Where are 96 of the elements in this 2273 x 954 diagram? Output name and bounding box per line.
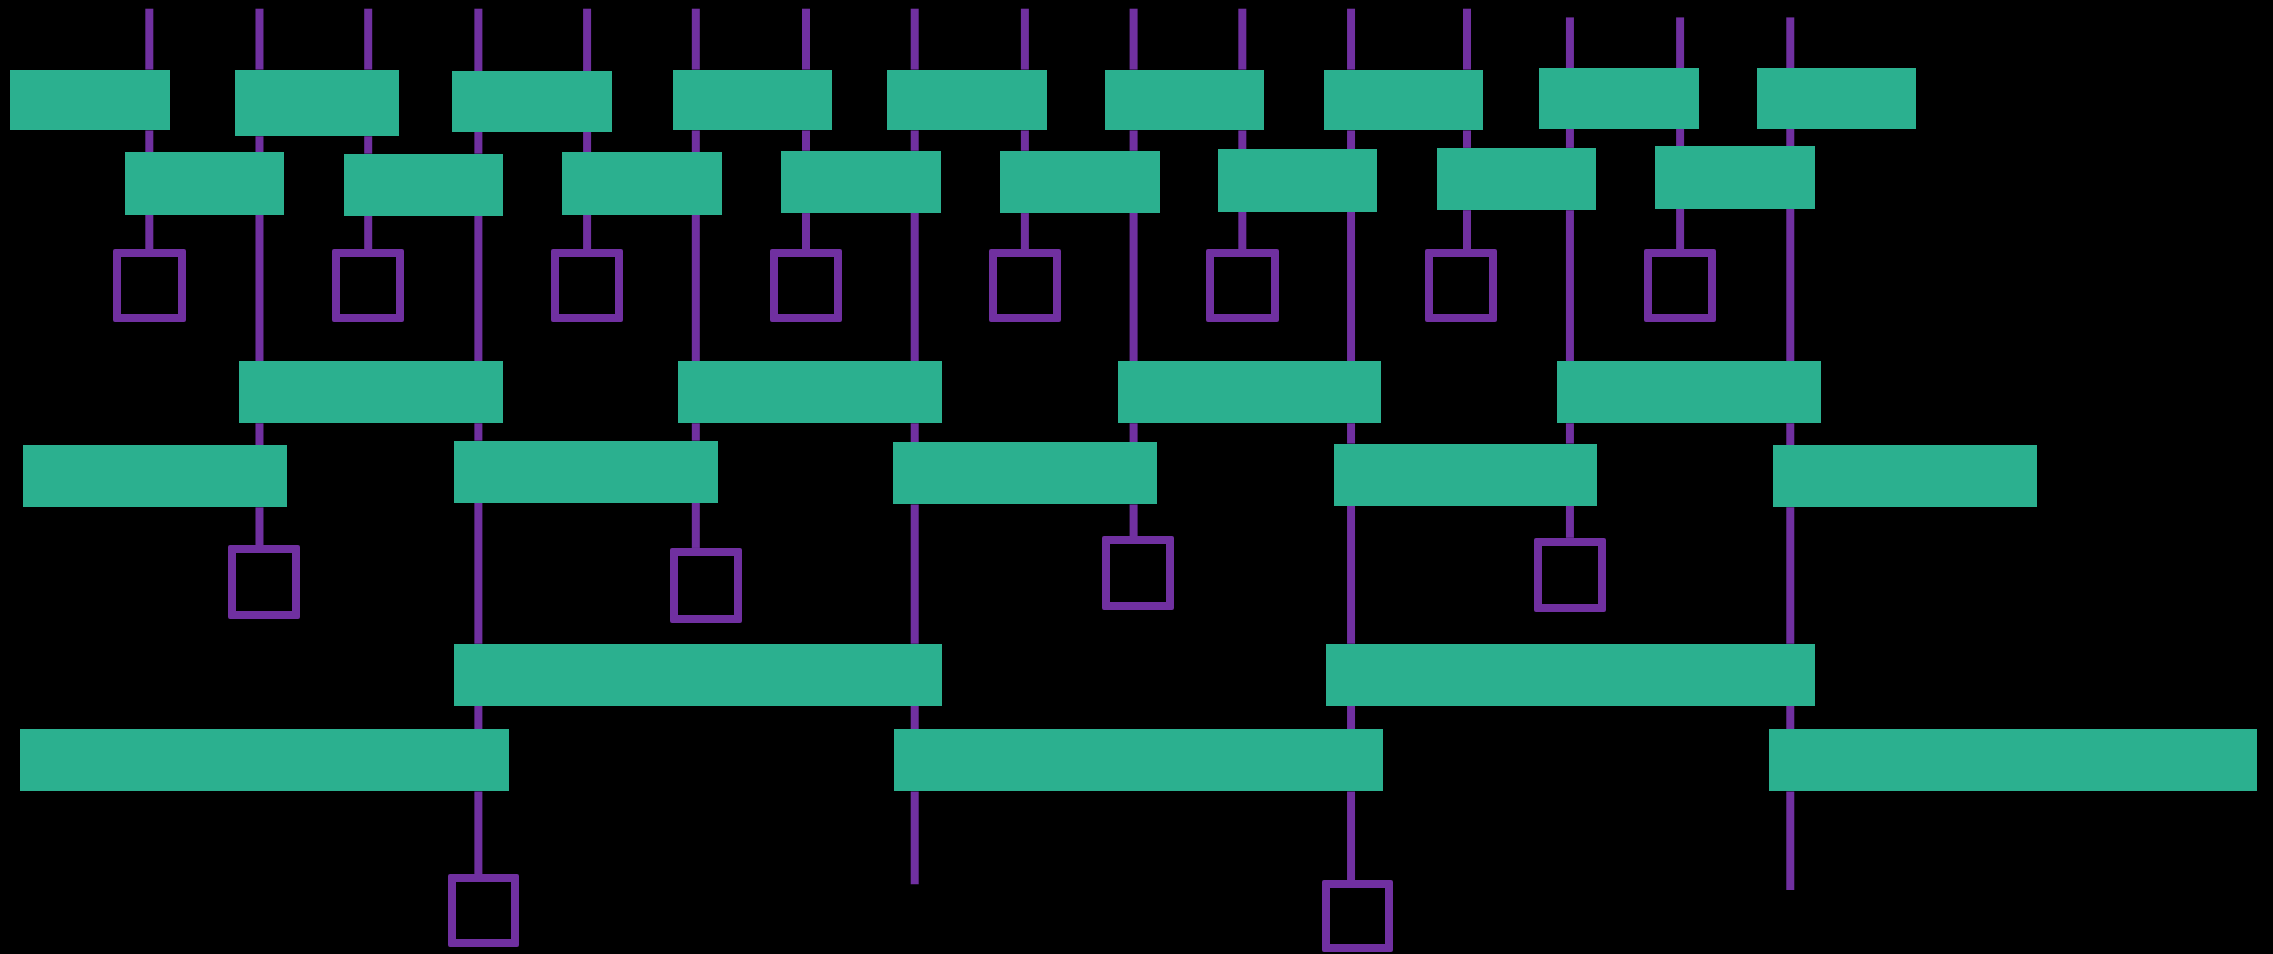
connector-line [255,507,264,546]
bar-block [239,360,503,424]
connector-line [1129,504,1138,537]
connector-line [364,136,373,154]
bar-block [452,71,612,132]
square-outline [1424,249,1498,322]
square-outline [769,249,843,322]
connector-line [910,130,919,151]
connector-line [1129,423,1138,443]
connector-line [910,504,919,644]
bar-block [1333,443,1598,506]
square-outline [988,249,1062,322]
bar-block [1756,68,1917,129]
bar-block [887,69,1047,131]
connector-line [1463,210,1471,250]
connector-line [1238,211,1247,250]
connector-line [910,705,919,730]
connector-line [474,423,483,441]
square-outline [550,249,624,322]
connector-line [1347,505,1356,644]
connector-line [1238,130,1247,150]
square-outline [1643,249,1717,322]
bar-block [1556,360,1821,424]
connector-line [583,214,592,250]
bar-block [1117,360,1382,424]
connector-line [1129,213,1138,361]
bar-block [124,152,285,215]
connector-line [1786,507,1795,644]
bar-block [343,153,503,216]
bar-block [234,69,399,137]
connector-line [691,423,700,441]
bar-block [453,440,718,503]
connector-line [1347,211,1356,361]
connector-line [255,423,264,446]
connector-line [1129,130,1138,151]
square-outline [1533,537,1607,612]
connector-line [1463,130,1471,148]
connector-line [1676,129,1685,147]
connector-line [474,791,483,875]
bar-block [781,150,941,214]
connector-line [1565,210,1574,361]
connector-line [583,131,592,153]
connector-line [910,213,919,361]
bar-block [23,445,287,508]
square-outline [1101,536,1175,611]
connector-line [1786,129,1795,147]
square-outline [1322,879,1394,953]
connector-line [145,130,154,153]
connector-line [1347,130,1356,150]
bar-block [678,360,943,424]
connector-line [802,213,810,250]
connector-line [1020,130,1029,151]
connector-line [364,216,373,250]
connector-line [1565,129,1574,148]
connector-line [474,131,483,154]
connector-line [255,136,264,153]
bar-block [1655,146,1815,209]
square-outline [331,249,405,322]
connector-line [1786,705,1795,730]
connector-line [1565,423,1574,444]
bar-block [1436,147,1596,211]
bar-block [10,69,170,131]
connector-line [1676,208,1685,250]
connector-line [474,705,483,730]
connector-line [1786,208,1795,361]
bar-block [1539,68,1699,129]
bar-block [1104,69,1265,131]
connector-line [1347,423,1356,444]
connector-line [802,130,810,151]
bar-block [1326,643,1815,706]
bar-block [892,442,1157,505]
bar-block [1768,729,2258,792]
square-outline [1206,249,1279,322]
square-outline [227,545,301,619]
bar-block [562,152,722,215]
connector-line [1786,423,1795,446]
connector-line [1020,213,1029,250]
connector-line [255,214,264,361]
connector-line [691,130,700,153]
connector-line [1347,705,1356,730]
bar-block [20,729,509,792]
connector-line [691,214,700,361]
connector-line [474,216,483,361]
bar-block [1000,150,1160,214]
bar-block [1217,149,1378,212]
bar-block [1772,445,2037,508]
bar-block [672,69,833,131]
bar-block [894,729,1383,792]
square-outline [447,874,519,947]
connector-line [474,503,483,644]
bar-block [453,643,943,706]
connector-line [145,214,154,250]
bar-block [1323,69,1483,131]
square-outline [669,547,743,624]
square-outline [113,249,186,322]
connector-line [910,423,919,443]
